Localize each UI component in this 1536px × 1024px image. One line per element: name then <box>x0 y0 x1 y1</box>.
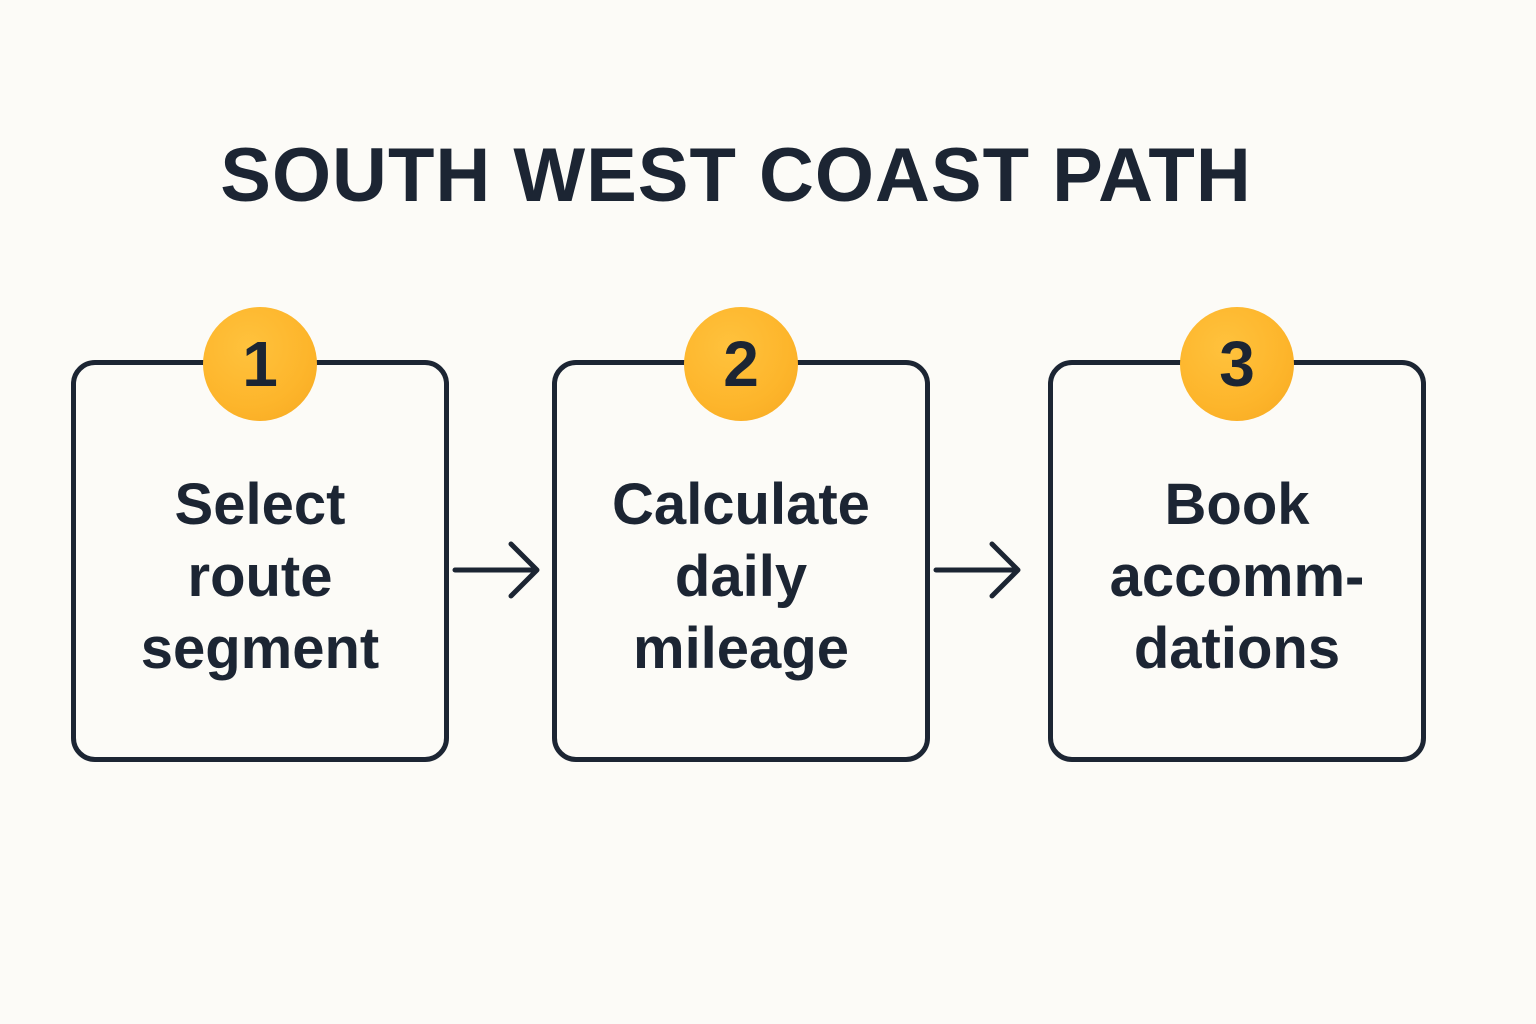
step-box-2: 2 Calculate daily mileage <box>552 307 930 762</box>
step-number-badge-3: 3 <box>1180 307 1294 421</box>
step-label-line: accomm- <box>1109 544 1365 609</box>
step-box-1: 1 Select route segment <box>71 307 449 762</box>
arrow-right-icon <box>452 541 540 599</box>
step-label-1: Select route segment <box>76 469 444 685</box>
diagram-title: SOUTH WEST COAST PATH <box>220 133 1252 218</box>
step-label-line: mileage <box>633 616 849 681</box>
step-number-badge-2: 2 <box>684 307 798 421</box>
step-label-line: Book <box>1164 472 1310 537</box>
step-label-line: segment <box>140 616 380 681</box>
step-label-line: route <box>187 544 333 609</box>
step-label-2: Calculate daily mileage <box>557 469 925 685</box>
step-label-line: daily <box>674 544 808 609</box>
step-label-line: Select <box>174 472 346 537</box>
step-box-3: 3 Book accomm- dations <box>1048 307 1426 762</box>
step-label-3: Book accomm- dations <box>1053 469 1421 685</box>
step-label-line: Calculate <box>612 472 870 537</box>
step-number-badge-1: 1 <box>203 307 317 421</box>
step-label-line: dations <box>1133 616 1341 681</box>
arrow-right-icon <box>933 541 1021 599</box>
